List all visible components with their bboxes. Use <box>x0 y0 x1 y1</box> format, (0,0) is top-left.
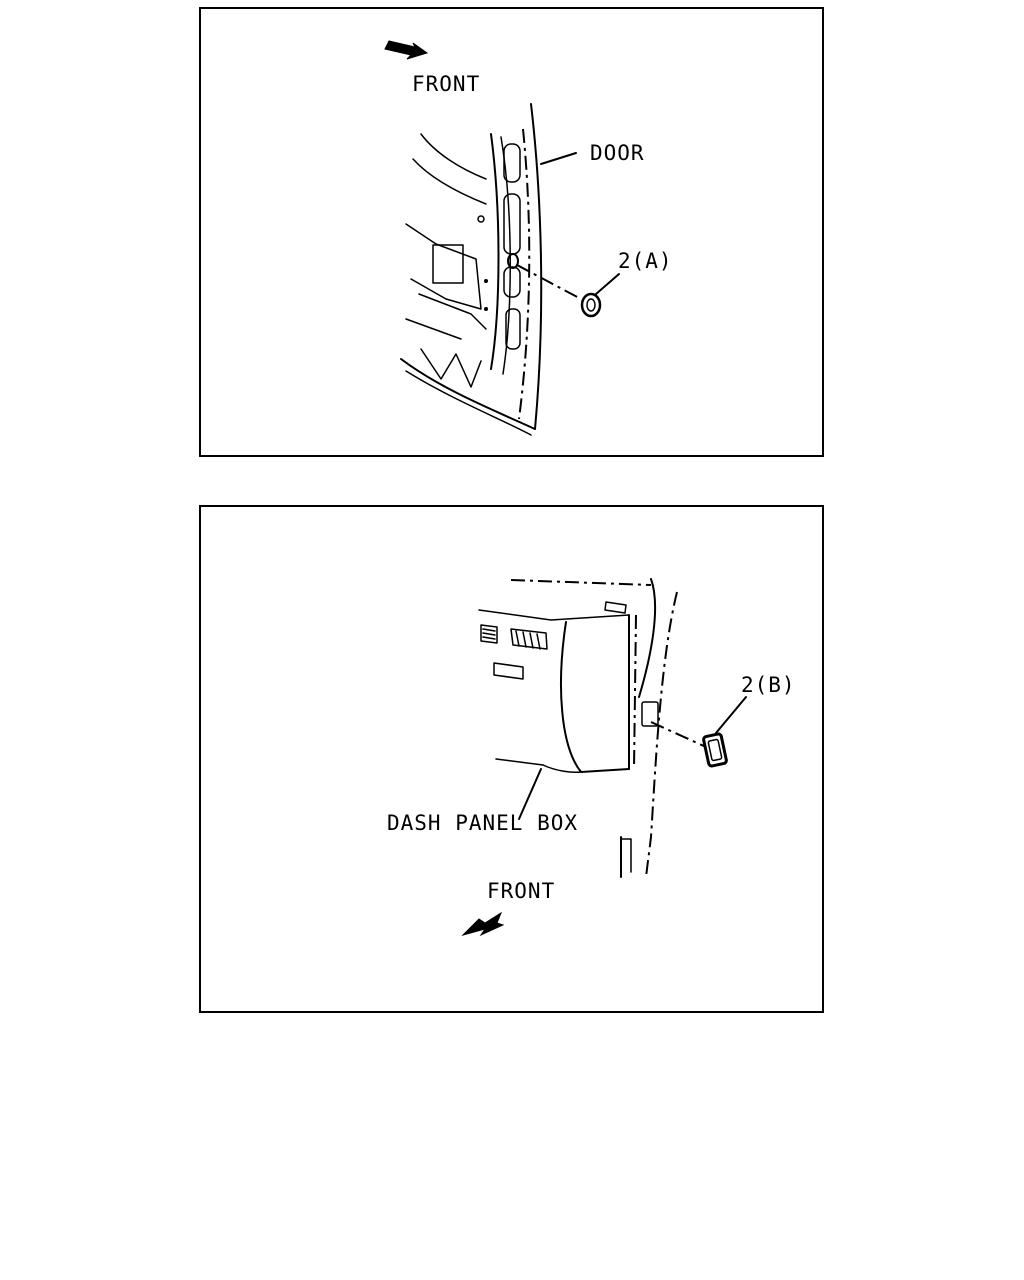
plug-a-icon <box>580 292 602 318</box>
vent-grille-icon <box>480 624 548 680</box>
dash-panel-illustration <box>461 578 747 937</box>
dash-panel-box-label: DASH PANEL BOX <box>387 811 579 835</box>
door-diagram-panel: FRONT DOOR 2(A) <box>199 7 824 457</box>
front-label-top: FRONT <box>412 72 481 96</box>
door-illustration <box>384 40 620 436</box>
part-label-2a: 2(A) <box>618 249 673 273</box>
front-arrow-icon <box>384 40 429 60</box>
clip-b-icon <box>702 732 728 768</box>
dash-panel-diagram-panel: 2(B) DASH PANEL BOX FRONT <box>199 505 824 1013</box>
front-label-bottom: FRONT <box>487 879 556 903</box>
part-label-2b: 2(B) <box>741 673 796 697</box>
front-arrow-icon <box>461 911 505 937</box>
door-label: DOOR <box>590 141 645 165</box>
